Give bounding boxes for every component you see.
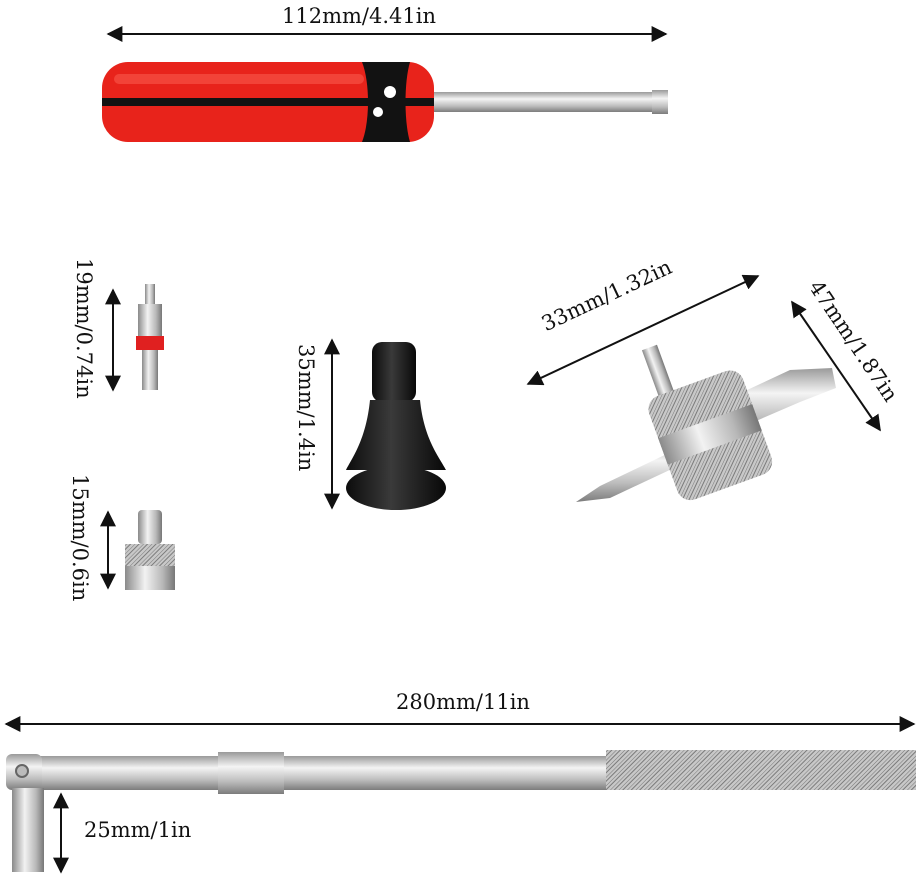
installer-socket: [12, 788, 44, 872]
four-way-valve-tool: [576, 344, 836, 502]
valve-stem-top: [372, 342, 416, 402]
screwdriver-tip: [652, 90, 668, 114]
valve-core-height-label: 19mm/0.74in: [72, 258, 96, 399]
valve-core-seal: [136, 336, 164, 350]
handle-hole: [373, 107, 383, 117]
tool-fork: [641, 344, 675, 398]
handle-highlight: [114, 74, 364, 84]
rubber-valve-stem: [346, 342, 446, 510]
valve-cap-height-label: 15mm/0.6in: [68, 474, 92, 602]
screwdriver-length-label: 112mm/4.41in: [282, 4, 436, 28]
tool-width-arrow: [526, 274, 760, 386]
valve-cap: [125, 510, 175, 590]
valve-core-screwdriver: [102, 62, 668, 142]
valve-core: [136, 284, 164, 390]
tool-length-arrow: [791, 300, 881, 432]
installer-socket-label: 25mm/1in: [84, 818, 192, 842]
installer-length-label: 280mm/11in: [396, 690, 530, 714]
handle-grip-band: [362, 62, 410, 142]
handle-stripe: [102, 98, 434, 106]
valve-cap-knurl: [125, 544, 175, 566]
valve-cap-base: [125, 566, 175, 590]
valve-stem-height-label: 35mm/1.4in: [294, 344, 318, 472]
installer-knurled-handle: [606, 750, 916, 790]
valve-stem-base: [346, 466, 446, 510]
valve-core-stem: [142, 350, 158, 390]
installer-pivot-pin: [15, 764, 29, 778]
valve-stem-installer: [6, 750, 916, 872]
screwdriver-shaft: [430, 92, 668, 112]
installer-coupler: [218, 752, 284, 794]
valve-stem-body: [346, 400, 446, 470]
valve-core-body: [138, 304, 162, 336]
valve-core-pin: [145, 284, 155, 306]
installer-shaft: [24, 756, 624, 790]
tool-center-band: [658, 404, 762, 465]
valve-cap-top: [138, 510, 162, 544]
handle-hole: [384, 86, 396, 98]
